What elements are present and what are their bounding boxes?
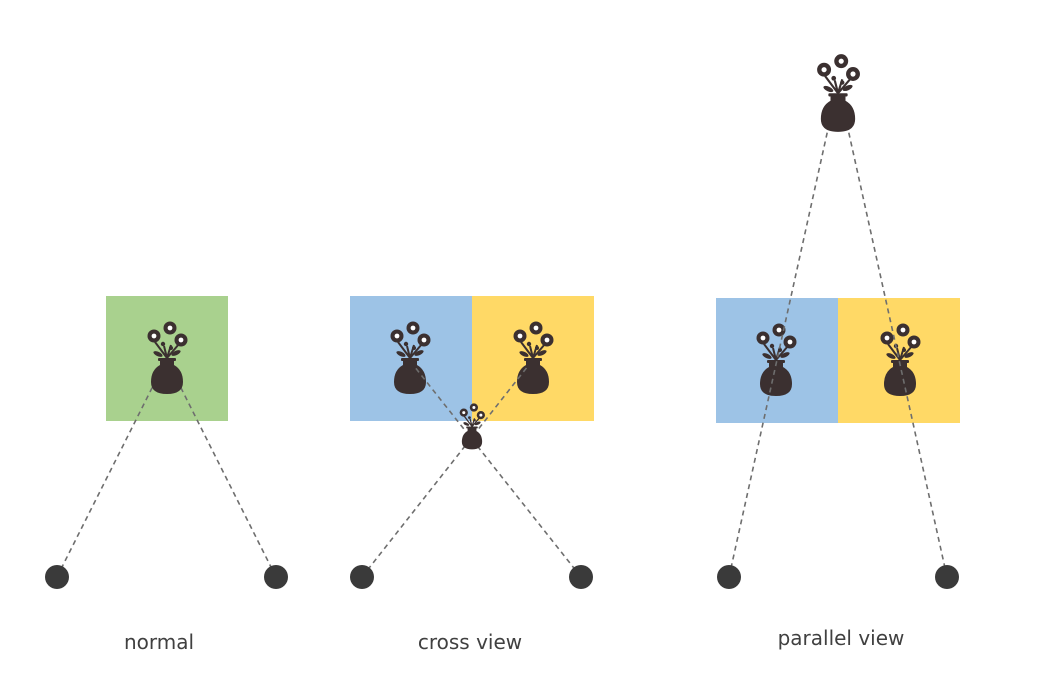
caption-normal: normal xyxy=(124,630,194,654)
panel-normal: normal xyxy=(45,296,288,654)
left-eye-icon xyxy=(45,565,69,589)
left-eye-icon xyxy=(717,565,741,589)
sight-line-right xyxy=(177,381,277,578)
right-eye-icon xyxy=(569,565,593,589)
sight-line-left xyxy=(728,119,831,578)
panel-cross-view: cross view xyxy=(350,296,594,654)
sight-line-right xyxy=(845,119,948,578)
caption-parallel-view: parallel view xyxy=(778,626,905,650)
right-eye-icon xyxy=(935,565,959,589)
flower-vase-icon xyxy=(815,53,862,133)
left-eye-icon xyxy=(350,565,374,589)
caption-cross-view: cross view xyxy=(418,630,522,654)
sight-line-left xyxy=(56,381,156,578)
right-eye-icon xyxy=(264,565,288,589)
panel-parallel-view: parallel view xyxy=(716,53,960,650)
